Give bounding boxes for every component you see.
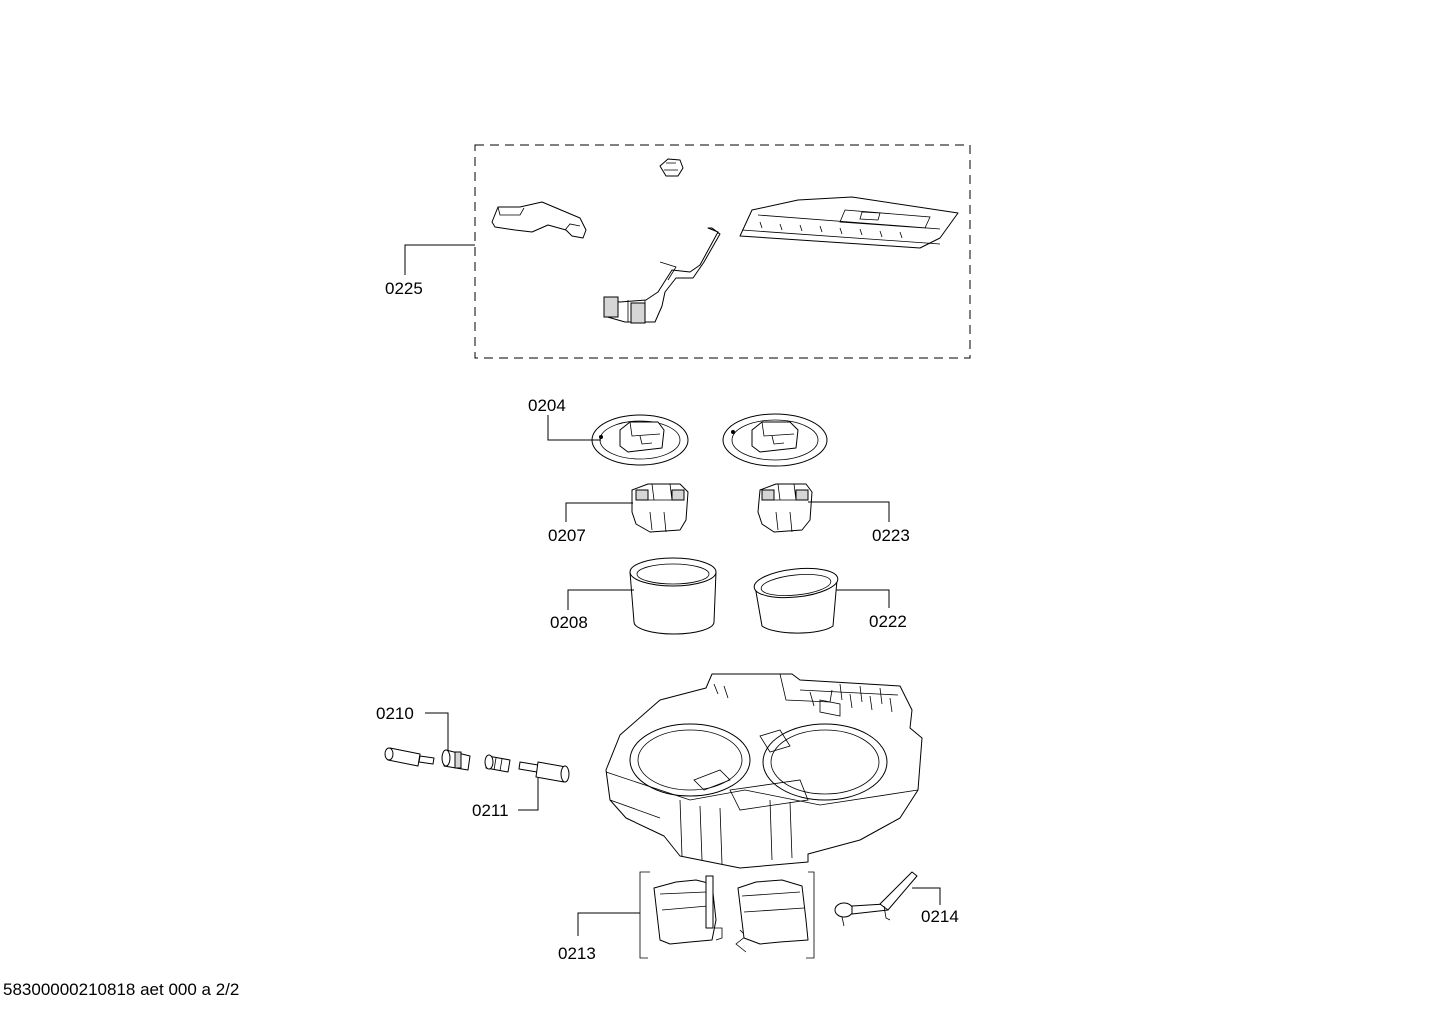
ring-plate-left xyxy=(591,414,689,466)
label-0225: 0225 xyxy=(385,279,423,298)
label-0211: 0211 xyxy=(472,801,509,820)
leader-0211 xyxy=(518,778,539,811)
leader-0207 xyxy=(565,502,633,522)
kit-0213-group: 0213 xyxy=(558,871,815,963)
actuator-arm-part xyxy=(603,227,721,324)
flap-right-part xyxy=(737,879,809,945)
label-0210: 0210 xyxy=(376,704,414,723)
leader-0210 xyxy=(425,712,449,750)
leader-0204 xyxy=(547,415,601,441)
leader-0222 xyxy=(836,589,890,608)
label-0204: 0204 xyxy=(528,396,566,415)
sleeve-ring-right xyxy=(753,567,839,634)
leader-0225 xyxy=(404,244,475,275)
temperature-probe-part xyxy=(834,871,918,927)
label-0222: 0222 xyxy=(869,612,907,631)
bracket-lever-part xyxy=(491,201,587,239)
sleeve-ring-left xyxy=(629,557,717,635)
label-0208: 0208 xyxy=(550,613,588,632)
leader-0213 xyxy=(577,912,640,936)
leader-0223 xyxy=(808,501,890,522)
label-0207: 0207 xyxy=(548,526,586,545)
guide-plate-part xyxy=(739,196,959,249)
label-0214: 0214 xyxy=(921,907,959,926)
label-0223: 0223 xyxy=(872,526,910,545)
pin-parts xyxy=(384,747,570,783)
flap-left-part xyxy=(653,879,717,945)
base-housing-part xyxy=(605,673,923,869)
leader-0208 xyxy=(567,589,634,610)
sensor-rod-part xyxy=(705,875,714,929)
leader-0214 xyxy=(912,887,941,905)
label-0213: 0213 xyxy=(558,944,596,963)
actuator-block-left xyxy=(631,483,689,533)
actuator-block-right xyxy=(757,483,813,533)
small-cap-part xyxy=(659,158,684,177)
ring-plate-right xyxy=(722,413,828,467)
kit-0213-bracket xyxy=(639,871,815,959)
document-id-footer: 58300000210818 aet 000 a 2/2 xyxy=(3,980,240,999)
kit-0225-group: 0225 xyxy=(385,144,971,359)
kit-0225-boundary xyxy=(474,144,971,359)
